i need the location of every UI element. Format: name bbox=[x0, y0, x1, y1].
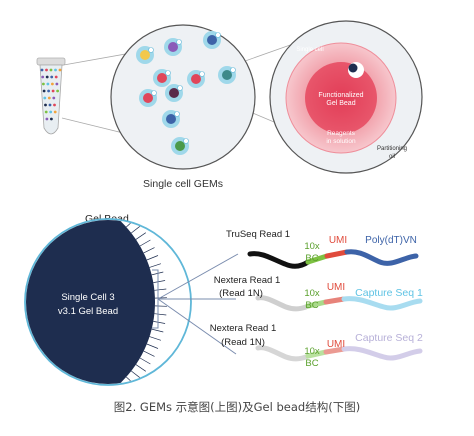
bead-oligo-strand bbox=[115, 388, 123, 397]
bead-oligo-strand bbox=[146, 255, 159, 261]
strand1-umi: UMI bbox=[329, 235, 347, 246]
bead-oligo-strand bbox=[154, 313, 167, 316]
strand3-umi: UMI bbox=[327, 339, 345, 350]
figure-caption: 图2. GEMs 示意图(上图)及Gel bead结构(下图) bbox=[113, 400, 361, 414]
single-cell-gems-label: Single cell GEMs bbox=[143, 178, 223, 190]
gem-droplet-icon bbox=[162, 110, 180, 128]
strand-3 bbox=[255, 345, 423, 362]
tube-bead-dot bbox=[50, 75, 54, 79]
bead-oligo-strand bbox=[149, 336, 162, 341]
bead-oligo-strand bbox=[102, 197, 108, 207]
tube-bead-dot bbox=[44, 110, 48, 114]
tube-bead-dot bbox=[51, 89, 55, 93]
tube-bead-dot bbox=[45, 117, 49, 121]
gel-bead-circle bbox=[24, 186, 192, 397]
partitioning-oil-line1: Partitioning bbox=[377, 146, 407, 152]
reagents-label-line2: in solution bbox=[326, 138, 356, 145]
tube-bead-dot bbox=[49, 68, 53, 72]
single-cell-gems-circle bbox=[110, 24, 256, 170]
bead-text-line1: Single Cell 3 bbox=[61, 292, 114, 303]
partitioning-oil-line2: oil bbox=[389, 154, 395, 160]
bead-oligo-strand bbox=[96, 193, 102, 204]
tube-bead-dot bbox=[46, 82, 50, 86]
strand-connector bbox=[152, 253, 239, 355]
tube-bead-dot bbox=[47, 96, 51, 100]
tube-bead-dot bbox=[53, 103, 56, 107]
bead-text-line2: v3.1 Gel Bead bbox=[58, 306, 118, 317]
tube-bead-dot bbox=[44, 103, 47, 107]
tube-bead-dot bbox=[49, 110, 53, 114]
bead-oligo-strand bbox=[143, 350, 155, 357]
strand2-bc-line2: BC bbox=[305, 300, 318, 311]
gem-droplet-icon bbox=[218, 66, 236, 84]
tube-bead-dot bbox=[40, 68, 44, 72]
gem-droplet-icon bbox=[153, 69, 171, 87]
functionalized-gel-bead bbox=[305, 62, 377, 134]
tube-bead-dot bbox=[54, 75, 58, 79]
strand2-read-line2: (Read 1N) bbox=[219, 288, 263, 299]
bead-oligo-strand bbox=[146, 343, 159, 349]
tube-bead-dot bbox=[42, 82, 45, 86]
strand1-bc-line1: 10x bbox=[304, 241, 320, 252]
gem-droplet-icon bbox=[139, 89, 157, 107]
strand2-umi: UMI bbox=[327, 282, 345, 293]
bead-oligo-strand bbox=[81, 186, 85, 197]
tube-bead-dot bbox=[47, 89, 50, 93]
tube-bead-dot bbox=[51, 82, 54, 86]
tube-bead-dot bbox=[42, 89, 46, 93]
gem-droplet-icon bbox=[187, 70, 205, 88]
strand3-read-line2: (Read 1N) bbox=[221, 337, 265, 348]
tube-bead-dot bbox=[43, 96, 47, 100]
bead-oligo-strand bbox=[143, 247, 155, 254]
bead-oligo-strand bbox=[135, 232, 146, 240]
strand3-bc-line1: 10x bbox=[304, 346, 320, 357]
bead-oligo-strand bbox=[139, 239, 151, 247]
test-tube-icon bbox=[36, 57, 66, 135]
gem-droplet-icon bbox=[164, 38, 182, 56]
bead-oligo-strand bbox=[135, 364, 146, 372]
tube-bead-dot bbox=[55, 82, 59, 86]
bead-label-line1: Functionalized bbox=[318, 92, 363, 99]
gem-droplet-icon bbox=[165, 84, 183, 102]
gem-droplet-icon bbox=[203, 31, 221, 49]
bead-oligo-strand bbox=[131, 370, 141, 379]
bead-label-line2: Gel Bead bbox=[326, 100, 355, 107]
bead-oligo-strand bbox=[153, 321, 166, 324]
strand-2 bbox=[255, 295, 423, 312]
tube-bead-dot bbox=[45, 68, 48, 72]
strand1-bc-line2: BC bbox=[305, 253, 318, 264]
bead-oligo-strand bbox=[139, 357, 151, 365]
tube-bead-dot bbox=[58, 68, 62, 72]
tube-bead-dot bbox=[54, 68, 57, 72]
strand3-bc-line2: BC bbox=[305, 358, 318, 369]
strand-1 bbox=[247, 249, 419, 269]
tube-bead-dot bbox=[45, 75, 49, 79]
strand1-end-label: Poly(dT)VN bbox=[365, 235, 417, 246]
strand1-read-label: TruSeq Read 1 bbox=[226, 229, 290, 240]
tube-bead-dot bbox=[52, 96, 56, 100]
bead-oligo-strand bbox=[153, 280, 166, 283]
tube-bead-dot bbox=[53, 110, 57, 114]
single-cell-label-line1: Single cell bbox=[296, 47, 323, 53]
strand2-read-line1: Nextera Read 1 bbox=[214, 275, 281, 286]
strand3-read-line1: Nextera Read 1 bbox=[210, 323, 277, 334]
strand2-end-label: Capture Seq 1 bbox=[355, 287, 423, 299]
tube-bead-dot bbox=[50, 117, 53, 121]
strand2-bc-line1: 10x bbox=[304, 288, 320, 299]
gem-droplet-icon bbox=[136, 46, 154, 64]
tube-bead-dot bbox=[41, 75, 45, 79]
bead-oligo-strand bbox=[109, 202, 116, 212]
gem-droplet-icon bbox=[171, 137, 189, 155]
strand3-end-label: Capture Seq 2 bbox=[355, 332, 423, 344]
bead-oligo-strand bbox=[151, 328, 164, 333]
bead-oligo-strand bbox=[89, 189, 94, 200]
reagents-label-line1: Reagents bbox=[327, 130, 356, 137]
tube-bead-dot bbox=[48, 103, 52, 107]
bead-oligo-strand bbox=[149, 263, 162, 268]
bead-oligo-strand bbox=[154, 288, 167, 291]
bead-oligo-strand bbox=[131, 225, 141, 234]
tube-bead-dot bbox=[56, 89, 59, 93]
gem-detail-circle bbox=[269, 20, 423, 174]
